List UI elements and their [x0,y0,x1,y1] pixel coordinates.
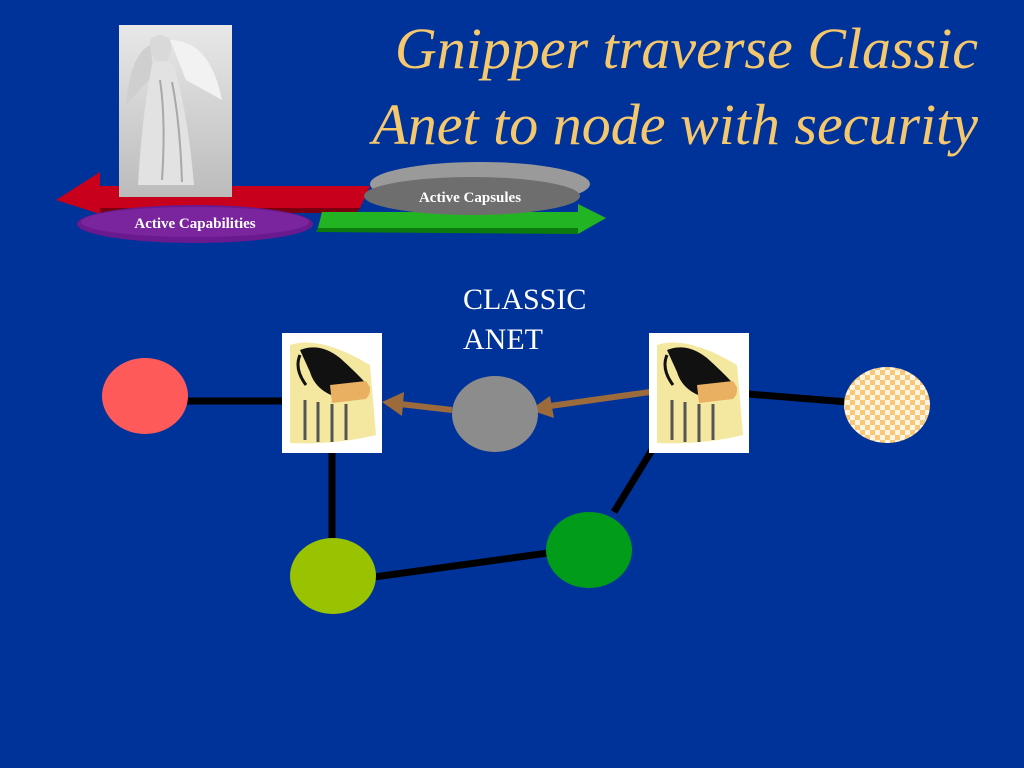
arrow-gray-to-gnipper-left [399,401,453,413]
node-red [102,358,188,434]
active-capsules-label: Active Capsules [418,190,522,206]
active-capabilities-pill [77,205,313,243]
node-green [546,512,632,588]
link-gnipper-right-to-checkered [747,390,849,406]
gnipper-left-image [282,333,382,453]
angel-statue-image [119,25,232,197]
node-gray [452,376,538,452]
arrowhead-left [382,392,404,416]
green-arrow-right [316,204,606,234]
active-capabilities-label: Active Capabilities [134,216,256,232]
brown-arrows [382,389,651,418]
node-checkered [844,367,930,443]
arrowhead-middle [530,396,554,418]
arrow-gnipper-right-to-gray [549,389,651,409]
network-links [186,390,849,581]
network-label-line-1: CLASSIC [463,283,587,316]
active-capsules-pill [364,162,590,215]
gnipper-right-image [649,333,749,453]
network-label-line-2: ANET [463,323,543,356]
node-lime [290,538,376,614]
slide-title-line-2: Anet to node with security [372,92,978,157]
link-lime-to-green [373,549,549,581]
slide-title-line-1: Gnipper traverse Classic [394,16,978,81]
link-green-to-gnipper-right [611,448,655,514]
